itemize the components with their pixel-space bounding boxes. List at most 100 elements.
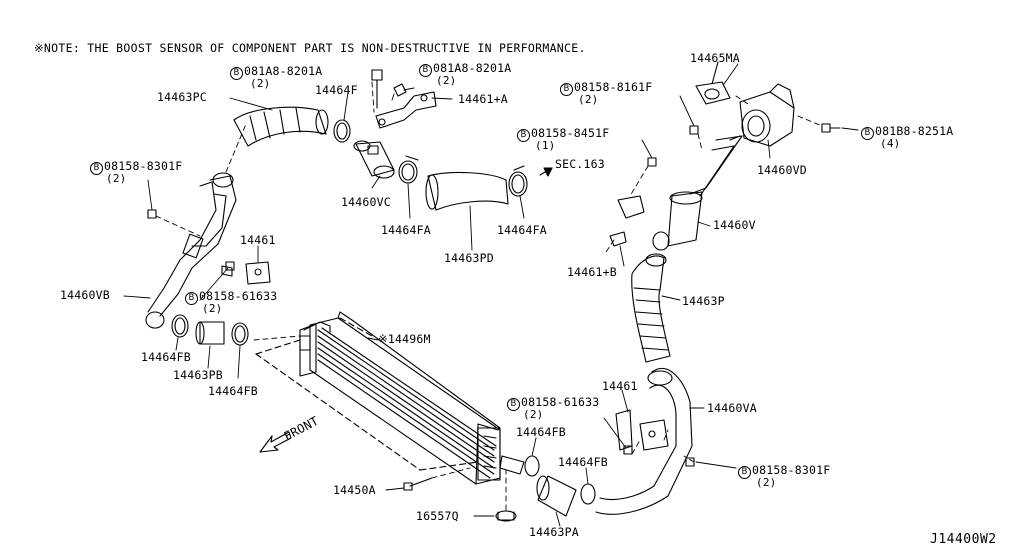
qty-bolt-08158-61633-left: (2) (202, 302, 223, 315)
hose-14463pc (233, 106, 329, 147)
label-14460vc: 14460VC (341, 195, 391, 209)
clamp-14464fa-left (398, 160, 418, 184)
qty-bolt-081a8-8201a-right: (2) (436, 74, 457, 87)
qty-bolt-081a8-8201a-left: (2) (250, 77, 271, 90)
label-14461-left: 14461 (240, 233, 276, 247)
connector-14460vc (353, 140, 395, 179)
qty-bolt-08158-8161f: (2) (578, 93, 599, 106)
clamp-14464fa-right (508, 171, 528, 197)
hose-14463pb (195, 321, 225, 345)
label-14463pd: 14463PD (444, 251, 494, 265)
label-14460vd: 14460VD (757, 163, 807, 177)
bolt-08158-61633-right (623, 445, 633, 455)
bolt-08158-61633-left (225, 261, 235, 271)
label-14460vb: 14460VB (60, 288, 110, 302)
qty-bolt-08158-61633-right: (2) (523, 408, 544, 421)
part-number: 08158-8451F (531, 126, 610, 140)
front-arrow-icon (259, 431, 292, 453)
label-14460va: 14460VA (707, 401, 757, 415)
part-number: 08158-61633 (521, 395, 600, 409)
qty-bolt-081b8-8251a: (4) (880, 137, 901, 150)
bolt-symbol: B (507, 398, 520, 411)
bolt-08158-8301f-left (147, 209, 157, 219)
intercooler-14496m (299, 311, 501, 485)
bolt-symbol: B (517, 129, 530, 142)
bracket-14461-right (615, 409, 669, 451)
part-number: 08158-61633 (199, 289, 278, 303)
clamp-14464f (333, 119, 351, 143)
clamp-14464fb-left (171, 314, 189, 338)
label-14464fa-right: 14464FA (497, 223, 547, 237)
label-14464fb-mid: 14464FB (208, 384, 258, 398)
label-14464f: 14464F (315, 83, 358, 97)
label-14450a: 14450A (333, 483, 376, 497)
bolt-symbol: B (738, 466, 751, 479)
part-number: 08158-8161F (574, 80, 653, 94)
label-14460v: 14460V (713, 218, 756, 232)
bolt-symbol: B (560, 83, 573, 96)
bolt-14450a (409, 477, 433, 487)
hose-14463pa (536, 475, 577, 517)
connector-14460vd (739, 83, 795, 147)
qty-bolt-08158-8301f-right: (2) (756, 476, 777, 489)
bolt-081b8-8251a (821, 123, 831, 133)
qty-bolt-08158-8451f: (1) (535, 139, 556, 152)
label-14464fb-r1: 14464FB (516, 425, 566, 439)
clamp-14464fb-mid (231, 322, 249, 346)
bolt-08158-8451f (647, 157, 657, 167)
diagram-code: J14400W2 (930, 532, 997, 547)
tube-14460vb (145, 172, 237, 329)
label-sec163: SEC.163 (555, 157, 605, 171)
clamp-14464fb-r1 (524, 455, 540, 477)
note-text: ※NOTE: THE BOOST SENSOR OF COMPONENT PAR… (34, 41, 586, 55)
label-14461-a: 14461+A (458, 92, 508, 106)
label-14463pc: 14463PC (157, 90, 207, 104)
part-number: 08158-8301F (104, 159, 183, 173)
label-14461-right: 14461 (602, 379, 638, 393)
label-14463p: 14463P (682, 294, 725, 308)
bolt-08158-8161f (689, 125, 699, 135)
bolt-symbol: B (230, 67, 243, 80)
leader-lines (123, 63, 859, 527)
label-14463pa: 14463PA (529, 525, 579, 539)
label-14465ma: 14465MA (690, 51, 740, 65)
part-number: 081B8-8251A (875, 124, 954, 138)
hose-14463pd (425, 172, 509, 211)
qty-bolt-08158-8301f-left: (2) (106, 172, 127, 185)
bracket-14461-a (375, 91, 437, 129)
bolt-symbol: B (185, 292, 198, 305)
label-16557q: 16557Q (416, 509, 459, 523)
bolt-symbol: B (90, 162, 103, 175)
alignment-dashes (155, 81, 823, 511)
plug-16557q (495, 510, 517, 522)
label-14496m: ※14496M (378, 332, 431, 346)
label-14461-b: 14461+B (567, 265, 617, 279)
tube-14460va (595, 367, 693, 515)
bolt-symbol: B (419, 64, 432, 77)
label-14464fb-r2: 14464FB (558, 455, 608, 469)
tube-14460v (652, 135, 743, 251)
label-14464fa-left: 14464FA (381, 223, 431, 237)
bolt-symbol: B (861, 127, 874, 140)
clamp-14464fb-r2 (580, 483, 596, 505)
label-14463pb: 14463PB (173, 368, 223, 382)
hose-14463p (631, 253, 671, 363)
label-14464fb-left: 14464FB (141, 350, 191, 364)
part-number: 081A8-8201A (433, 61, 512, 75)
gasket-14465ma (695, 81, 731, 105)
bracket-14461-b (609, 195, 645, 247)
outlet-nipple (499, 455, 525, 475)
part-number: 08158-8301F (752, 463, 831, 477)
intercooler-assembly-outline (255, 317, 479, 471)
part-number: 081A8-8201A (244, 64, 323, 78)
